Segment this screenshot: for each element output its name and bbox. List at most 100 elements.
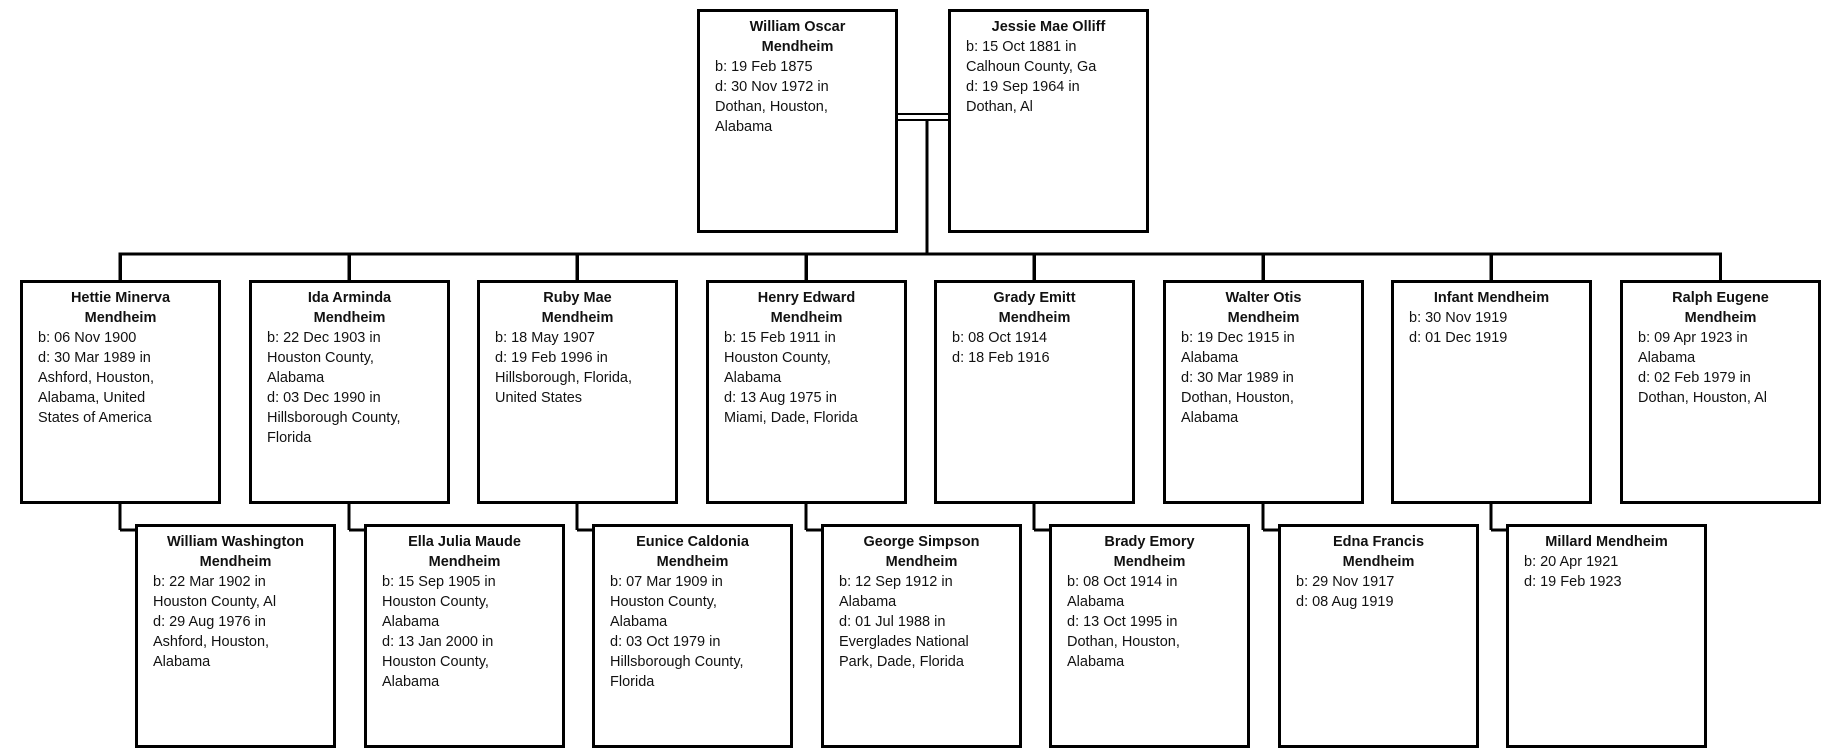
person-detail: Hillsborough, Florida, bbox=[495, 370, 633, 386]
person-name: Mendheim bbox=[885, 554, 958, 570]
person-detail: b: 19 Dec 1915 in bbox=[1181, 330, 1295, 346]
person-detail: Ashford, Houston, bbox=[38, 370, 155, 386]
person-detail: Florida bbox=[610, 674, 655, 690]
person-detail: Hillsborough County, bbox=[610, 654, 744, 670]
person-name: Mendheim bbox=[1227, 310, 1300, 326]
person-name: George Simpson bbox=[863, 534, 980, 550]
person-detail: Alabama bbox=[382, 674, 440, 690]
person-detail: d: 18 Feb 1916 bbox=[952, 350, 1050, 366]
person-detail: d: 13 Jan 2000 in bbox=[382, 634, 494, 650]
person-name: Mendheim bbox=[428, 554, 501, 570]
person-detail: Dothan, Houston, bbox=[715, 99, 828, 115]
person-detail: d: 01 Jul 1988 in bbox=[839, 614, 946, 630]
person-detail: b: 08 Oct 1914 in bbox=[1067, 574, 1178, 590]
person-detail: Dothan, Houston, bbox=[1067, 634, 1180, 650]
person-detail: Houston County, bbox=[610, 594, 717, 610]
person-name: Ralph Eugene bbox=[1672, 290, 1769, 306]
person-name: Ella Julia Maude bbox=[408, 534, 521, 550]
person-detail: b: 15 Sep 1905 in bbox=[382, 574, 496, 590]
person-detail: Houston County, bbox=[382, 654, 489, 670]
person-name: Jessie Mae Olliff bbox=[991, 19, 1106, 35]
person-detail: d: 13 Aug 1975 in bbox=[724, 390, 837, 406]
person-detail: Everglades National bbox=[839, 634, 969, 650]
person-detail: d: 30 Mar 1989 in bbox=[1181, 370, 1294, 386]
person-detail: Park, Dade, Florida bbox=[839, 654, 964, 670]
person-detail: Alabama bbox=[153, 654, 211, 670]
person-detail: d: 30 Nov 1972 in bbox=[715, 79, 829, 95]
person-name: Mendheim bbox=[1684, 310, 1757, 326]
person-detail: b: 19 Feb 1875 bbox=[715, 59, 813, 75]
person-detail: Dothan, Houston, Al bbox=[1638, 390, 1767, 406]
person-detail: Alabama bbox=[839, 594, 897, 610]
person-name: Mendheim bbox=[84, 310, 157, 326]
person-name: Mendheim bbox=[761, 39, 834, 55]
person-name: Edna Francis bbox=[1332, 534, 1425, 550]
person-detail: d: 19 Feb 1923 bbox=[1524, 574, 1622, 590]
person-detail: Houston County, bbox=[724, 350, 831, 366]
person-detail: b: 20 Apr 1921 bbox=[1524, 554, 1619, 570]
person-name: Mendheim bbox=[313, 310, 386, 326]
person-detail: b: 06 Nov 1900 bbox=[38, 330, 137, 346]
person-detail: Ashford, Houston, bbox=[153, 634, 270, 650]
person-name: William Oscar bbox=[749, 19, 846, 35]
person-detail: Alabama bbox=[1067, 654, 1125, 670]
person-detail: Alabama bbox=[1638, 350, 1696, 366]
person-detail: d: 30 Mar 1989 in bbox=[38, 350, 151, 366]
person-name: Mendheim bbox=[199, 554, 272, 570]
person-detail: Alabama bbox=[1067, 594, 1125, 610]
person-detail: Florida bbox=[267, 430, 312, 446]
person-detail: b: 22 Dec 1903 in bbox=[267, 330, 381, 346]
person-detail: Alabama bbox=[267, 370, 325, 386]
person-detail: b: 30 Nov 1919 bbox=[1409, 310, 1508, 326]
person-detail: Alabama bbox=[1181, 410, 1239, 426]
person-box-c13: Infant Mendheim b: 30 Nov 1919 d: 01 Dec 1… bbox=[1391, 280, 1592, 504]
person-detail: Houston County, bbox=[267, 350, 374, 366]
person-detail: Alabama bbox=[382, 614, 440, 630]
person-detail: d: 08 Aug 1919 bbox=[1296, 594, 1394, 610]
person-name: Hettie Minerva bbox=[70, 290, 171, 306]
person-name: Millard Mendheim bbox=[1545, 534, 1668, 550]
person-name: Grady Emitt bbox=[993, 290, 1076, 306]
person-name: Mendheim bbox=[541, 310, 614, 326]
person-detail: d: 13 Oct 1995 in bbox=[1067, 614, 1178, 630]
person-detail: b: 12 Sep 1912 in bbox=[839, 574, 953, 590]
person-detail: Hillsborough County, bbox=[267, 410, 401, 426]
person-detail: Alabama bbox=[1181, 350, 1239, 366]
person-detail: b: 07 Mar 1909 in bbox=[610, 574, 723, 590]
person-detail: Dothan, Al bbox=[966, 99, 1033, 115]
person-detail: d: 03 Oct 1979 in bbox=[610, 634, 721, 650]
person-name: Ruby Mae bbox=[543, 290, 612, 306]
person-name: Henry Edward bbox=[757, 290, 856, 306]
person-name: Ida Arminda bbox=[307, 290, 392, 306]
person-detail: b: 15 Feb 1911 in bbox=[724, 330, 836, 346]
person-detail: United States bbox=[495, 390, 583, 406]
person-detail: b: 08 Oct 1914 bbox=[952, 330, 1048, 346]
person-name: Eunice Caldonia bbox=[636, 534, 749, 550]
person-detail: Houston County, Al bbox=[153, 594, 277, 610]
person-detail: b: 22 Mar 1902 in bbox=[153, 574, 266, 590]
person-detail: b: 18 May 1907 bbox=[495, 330, 595, 346]
person-detail: d: 01 Dec 1919 bbox=[1409, 330, 1508, 346]
person-name: Infant Mendheim bbox=[1433, 290, 1550, 306]
person-name: Mendheim bbox=[998, 310, 1071, 326]
person-detail: d: 29 Aug 1976 in bbox=[153, 614, 266, 630]
person-detail: Alabama bbox=[724, 370, 782, 386]
person-detail: States of America bbox=[38, 410, 152, 426]
person-name: William Washington bbox=[166, 534, 305, 550]
person-name: Mendheim bbox=[1342, 554, 1415, 570]
person-detail: b: 15 Oct 1881 in bbox=[966, 39, 1077, 55]
person-detail: b: 09 Apr 1923 in bbox=[1638, 330, 1748, 346]
person-name: Mendheim bbox=[1113, 554, 1186, 570]
